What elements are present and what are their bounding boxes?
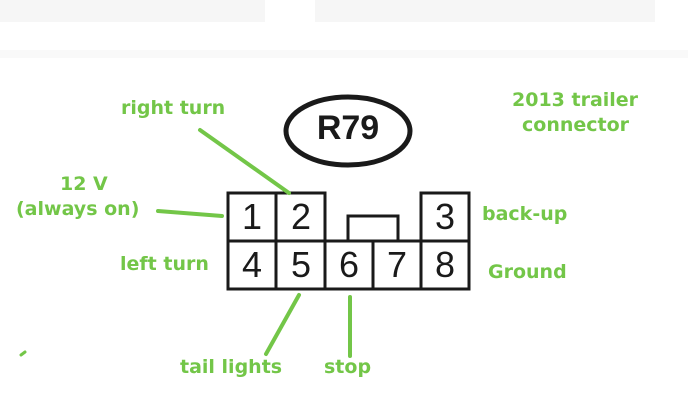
connector-code: R79	[316, 109, 380, 147]
stray-mark	[19, 350, 27, 357]
label-always-on: (always on)	[16, 198, 140, 220]
label-stop: stop	[324, 356, 372, 378]
pin-cell-2	[274, 191, 327, 243]
pin-cell-3	[419, 191, 471, 243]
label-left-turn: left turn	[120, 253, 209, 275]
pin-number-3: 3	[434, 196, 456, 237]
pin-number-4: 4	[241, 244, 263, 285]
label-ground: Ground	[488, 261, 567, 283]
label-12v: 12 V	[60, 173, 108, 195]
label-right-turn: right turn	[121, 97, 226, 119]
connector-code-oval	[283, 94, 413, 168]
pin-cell-4	[226, 239, 278, 291]
leader-line-12v	[156, 209, 224, 218]
caption-line-2: connector	[522, 114, 630, 136]
background-artifact	[0, 0, 265, 22]
pin-cell-6	[323, 239, 375, 291]
label-back-up: back-up	[482, 203, 568, 225]
pin-cell-8	[419, 239, 471, 291]
pin-number-5: 5	[290, 244, 312, 285]
leader-line-tail-lights	[264, 293, 301, 356]
leader-line-right-turn	[198, 128, 291, 195]
pin-number-6: 6	[338, 244, 360, 285]
caption-line-1: 2013 trailer	[512, 89, 639, 111]
pin-number-1: 1	[241, 196, 263, 237]
pin-number-2: 2	[290, 196, 312, 237]
background-artifact	[315, 0, 655, 22]
connector-key	[346, 214, 400, 244]
background-artifact	[0, 50, 688, 58]
pin-number-7: 7	[386, 244, 408, 285]
pin-number-8: 8	[434, 244, 456, 285]
label-tail-lights: tail lights	[180, 356, 283, 378]
